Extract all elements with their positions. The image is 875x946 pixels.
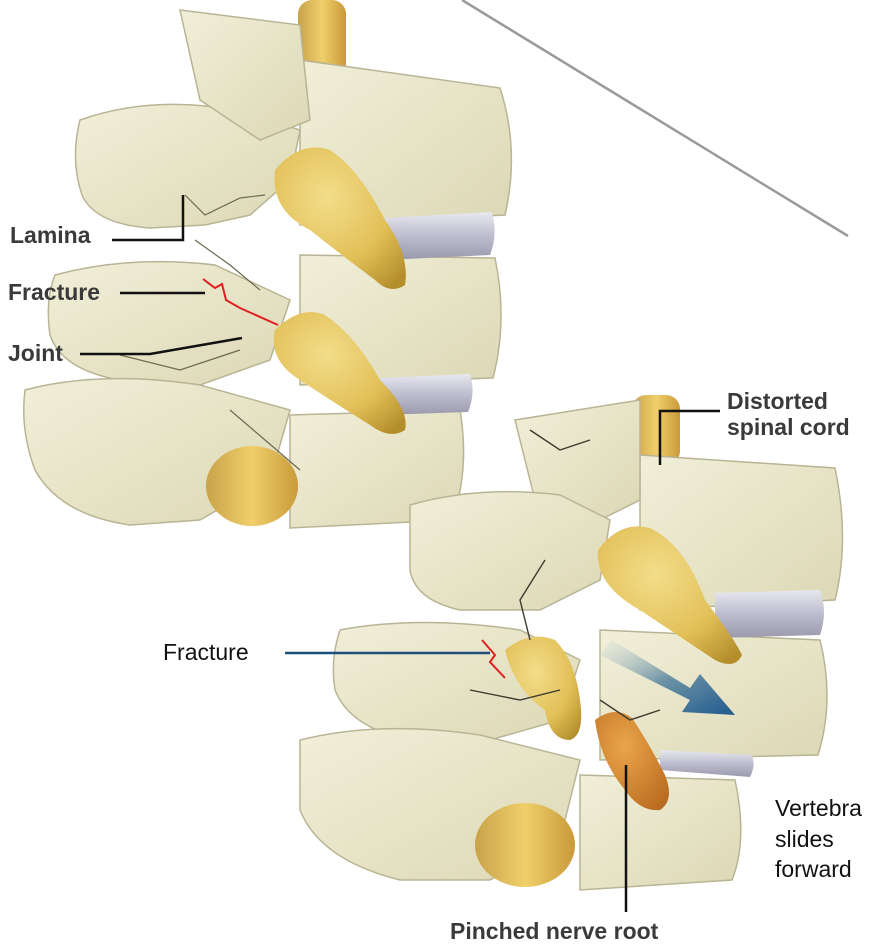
intervertebral-disc	[715, 590, 824, 638]
spinal-cord-bottom	[475, 803, 575, 887]
label-lamina: Lamina	[10, 222, 91, 248]
label-fracture-top: Fracture	[8, 279, 100, 305]
label-joint: Joint	[8, 340, 63, 366]
posterior-elements	[410, 492, 610, 610]
label-vertebra-line2: slides	[775, 824, 862, 855]
spinal-cord-bottom	[206, 446, 298, 526]
label-vertebra-line3: forward	[775, 854, 862, 885]
label-distorted-line2: spinal cord	[727, 414, 850, 440]
label-vertebra-slides-forward: Vertebra slides forward	[775, 793, 862, 885]
divider-line	[462, 0, 848, 236]
label-pinched-nerve-root: Pinched nerve root	[450, 918, 658, 944]
label-fracture-bottom: Fracture	[163, 639, 249, 665]
label-distorted-spinal-cord: Distorted spinal cord	[727, 388, 850, 441]
normal-spine	[24, 0, 512, 528]
label-vertebra-line1: Vertebra	[775, 793, 862, 824]
label-distorted-line1: Distorted	[727, 388, 850, 414]
